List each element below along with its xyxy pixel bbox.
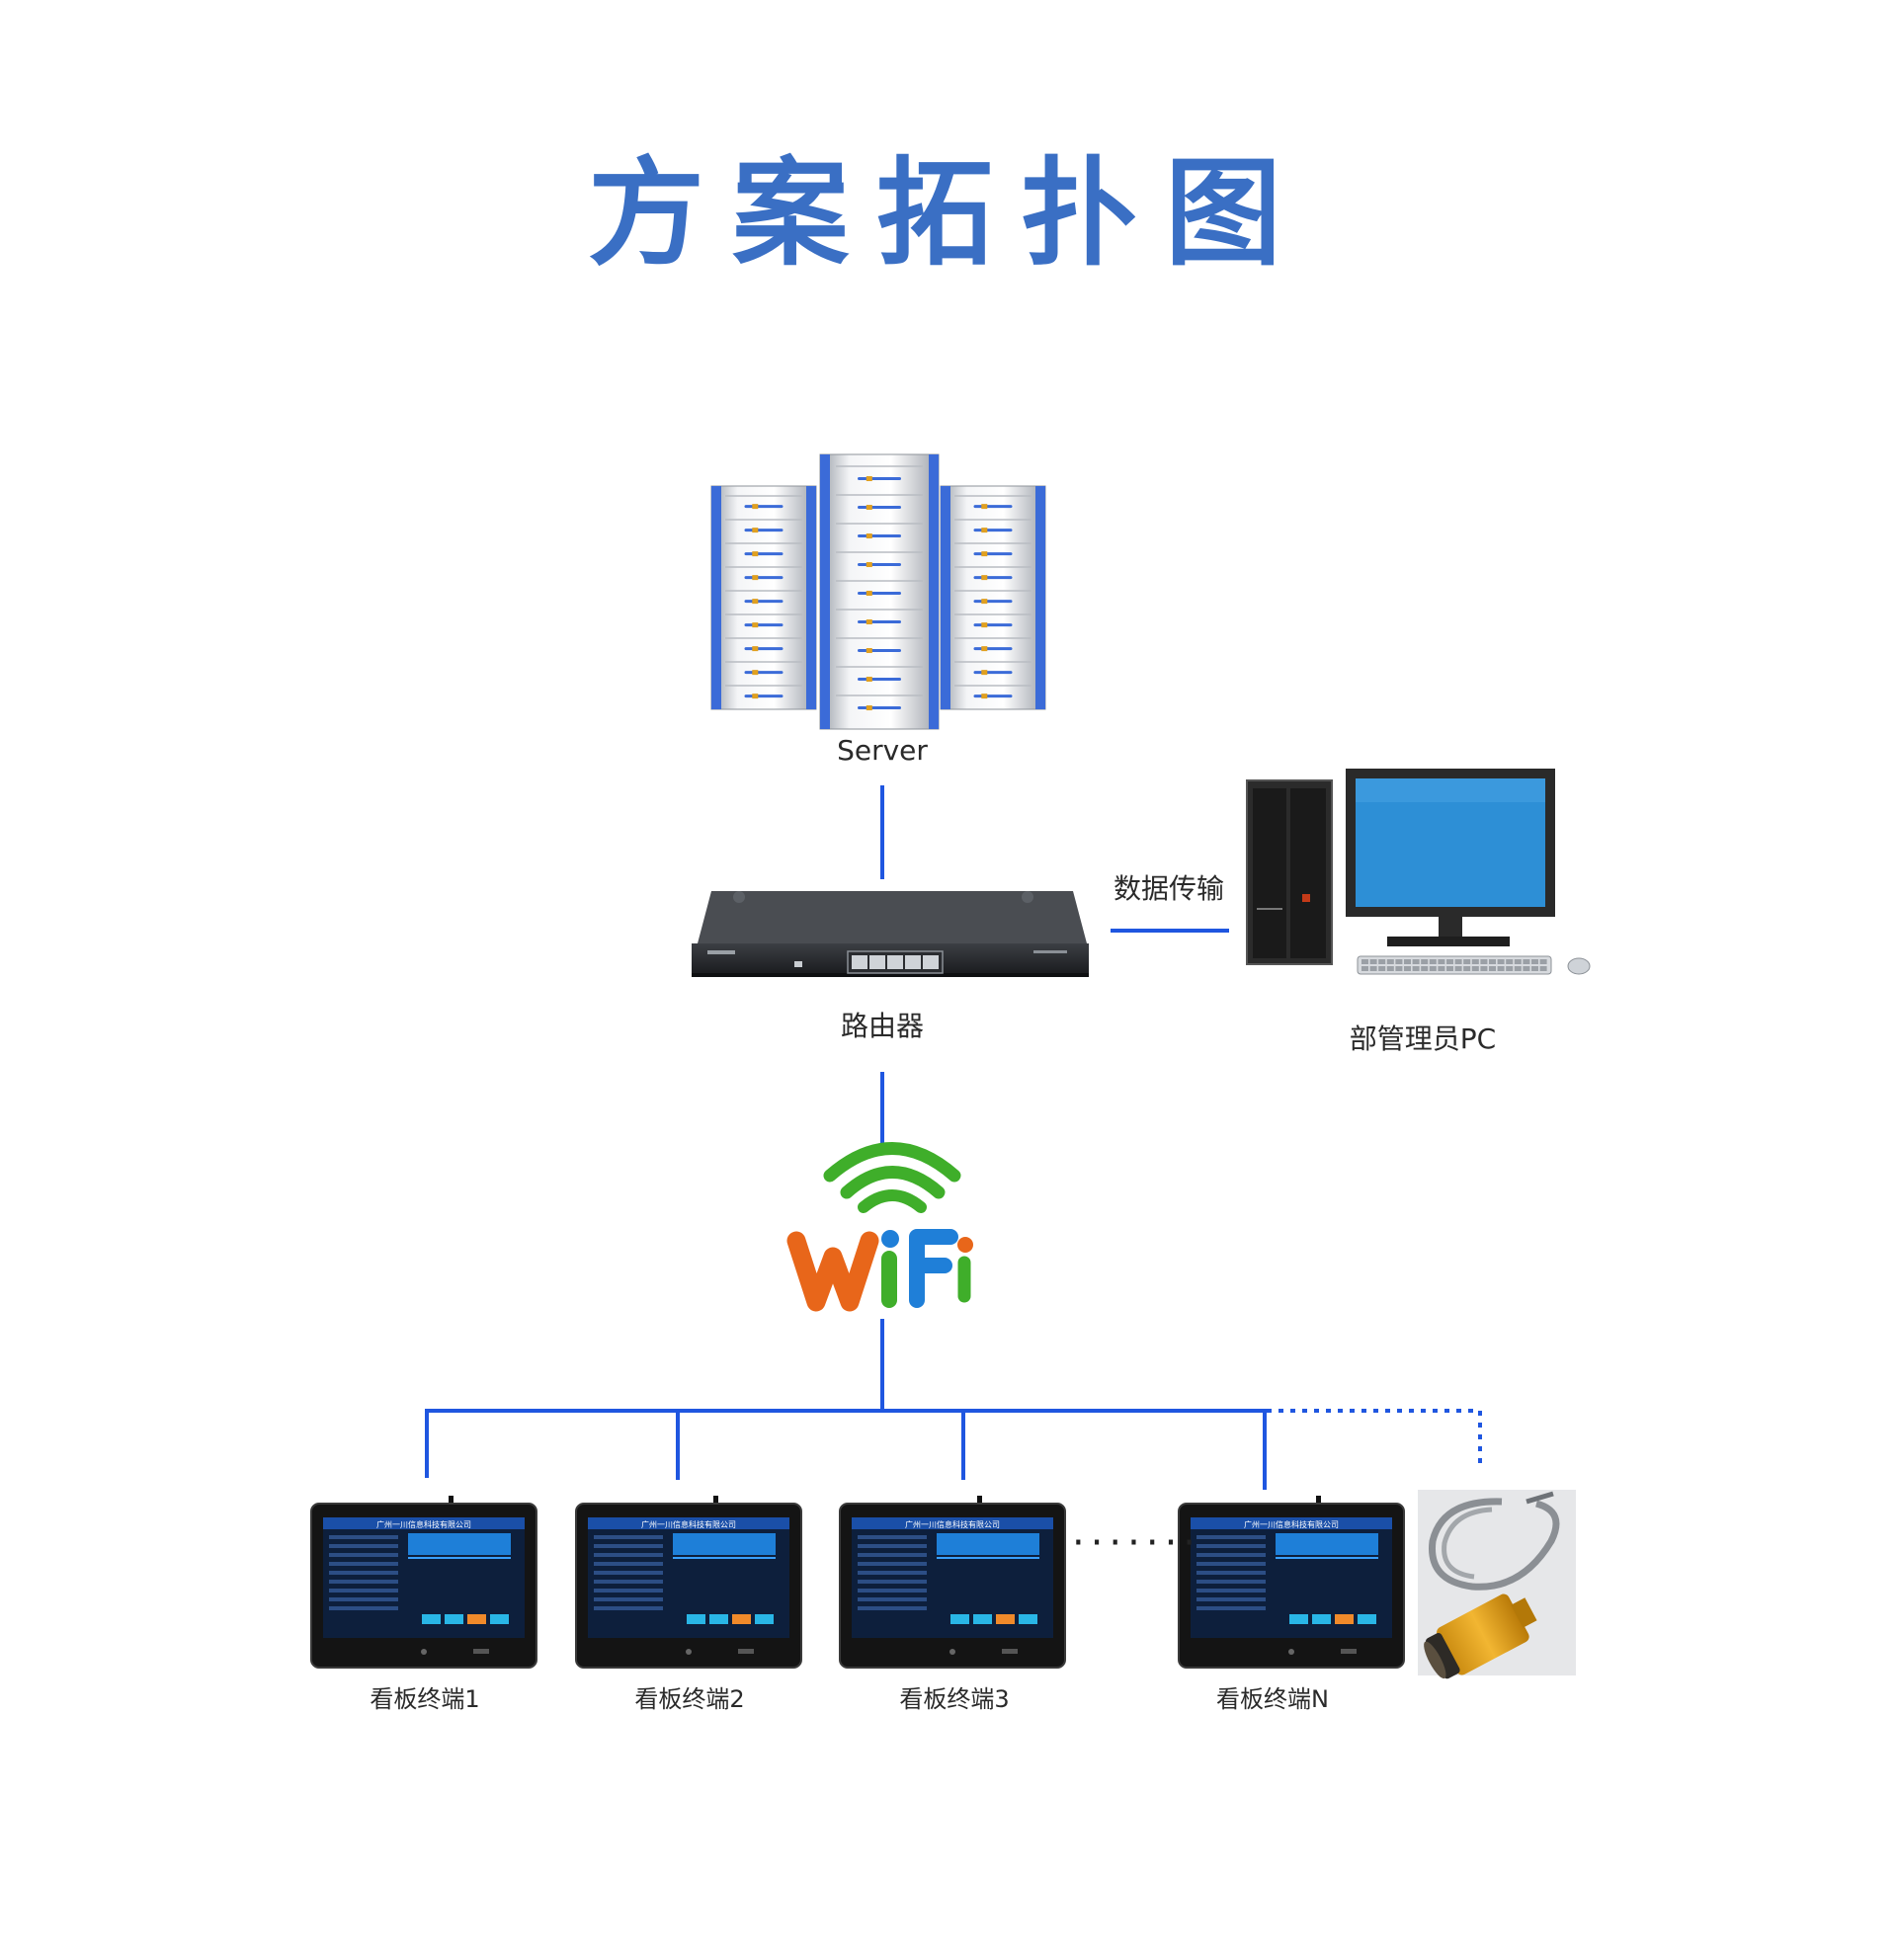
- server-icon: [710, 453, 1046, 730]
- photoelectric-sensor-icon: [1418, 1490, 1576, 1679]
- pc-icon: [1246, 769, 1591, 975]
- terminal-label-3: 看板终端3: [899, 1685, 1010, 1713]
- router-label: 路由器: [840, 1010, 925, 1042]
- pc-label: 部管理员PC: [1349, 1022, 1497, 1055]
- transfer-label: 数据传输: [1113, 872, 1225, 905]
- terminal-device-icon: 广州一川信息科技有限公司: [1178, 1496, 1405, 1669]
- terminal-device-icon: 广州一川信息科技有限公司: [310, 1496, 537, 1669]
- connection-lines: [425, 785, 1482, 1490]
- router-icon: [692, 891, 1089, 977]
- terminal-company-text: 广州一川信息科技有限公司: [905, 1519, 1000, 1529]
- terminal-company-text: 广州一川信息科技有限公司: [376, 1519, 471, 1529]
- page-title: 方案拓扑图: [587, 145, 1309, 282]
- terminal-label-2: 看板终端2: [634, 1685, 745, 1713]
- server-unit-center: [819, 453, 940, 730]
- terminal-device-icon: 广州一川信息科技有限公司: [839, 1496, 1066, 1669]
- terminal-label-n: 看板终端N: [1216, 1685, 1329, 1713]
- terminal-company-text: 广州一川信息科技有限公司: [1244, 1519, 1339, 1529]
- wifi-icon: [786, 1142, 973, 1312]
- server-unit-left: [710, 485, 817, 710]
- terminal-label-1: 看板终端1: [370, 1685, 480, 1713]
- server-label: Server: [837, 734, 928, 767]
- ellipsis: ·······: [1072, 1520, 1202, 1566]
- server-unit-right: [940, 485, 1046, 710]
- terminal-device-icon: 广州一川信息科技有限公司: [575, 1496, 802, 1669]
- terminal-company-text: 广州一川信息科技有限公司: [641, 1519, 736, 1529]
